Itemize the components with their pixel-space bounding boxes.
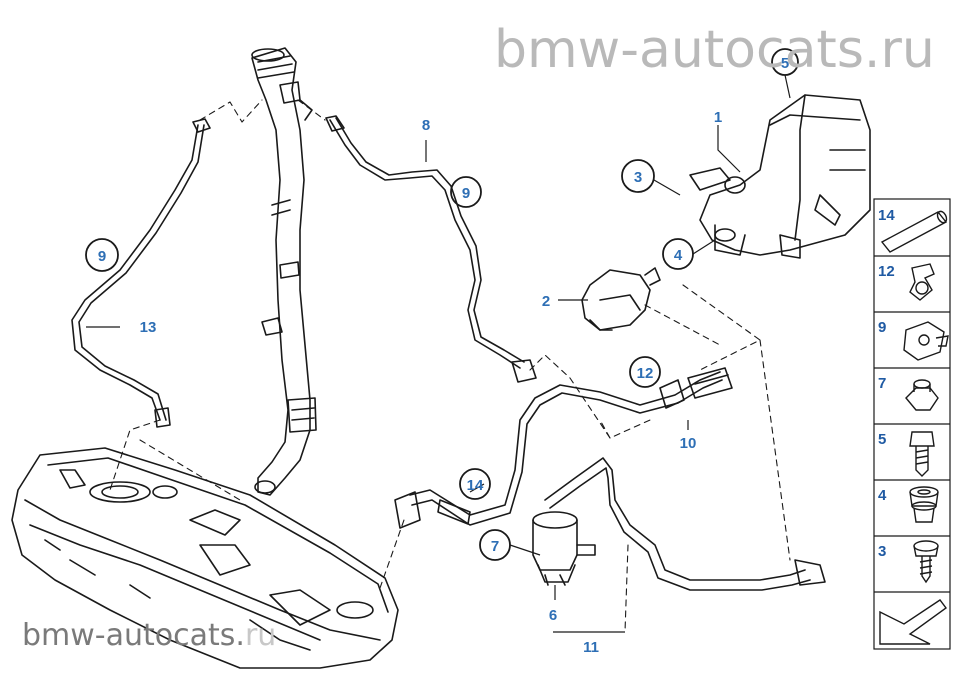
filler-neck [251,47,317,496]
callout-5: 5 [781,55,789,72]
callout-7: 7 [491,538,499,555]
watermark-bottom-fade: ru [244,618,277,653]
carbon-canister [689,94,871,259]
watermark-bottom-main: bmw-autocats. [22,618,245,653]
clip-icon [909,263,935,301]
callout-13: 13 [140,319,157,336]
callout-9-center: 9 [462,185,470,202]
callout-6: 6 [549,607,557,624]
fuel-tank [11,447,399,669]
arrow-icon [879,599,947,645]
filter-pump-6 [532,511,596,586]
clamp-icon [903,321,949,361]
hose-8 [325,115,537,383]
watermark-bottom: bmw-autocats.ru [22,618,276,653]
watermark-top: bmw-autocats.ru [494,20,935,80]
screw-icon [913,540,939,584]
side-label-12: 12 [878,263,895,280]
side-label-5: 5 [878,431,886,448]
hose-11 [544,457,826,591]
side-label-3: 3 [878,543,886,560]
side-panel: 14 12 9 7 5 4 3 [873,198,951,650]
callout-14: 14 [467,477,484,494]
callout-3: 3 [634,169,642,186]
side-label-14: 14 [878,207,895,224]
callout-1: 1 [714,109,722,126]
callout-4: 4 [674,247,683,264]
pump-2 [581,267,661,331]
callout-12: 12 [637,365,654,382]
hose-13 [71,118,211,428]
callout-8: 8 [422,117,430,134]
side-label-4: 4 [878,487,887,504]
bolt-icon [909,431,935,477]
hex-nut-icon [905,379,939,411]
hose-icon [880,210,948,253]
callout-11: 11 [583,639,599,656]
side-label-7: 7 [878,375,886,392]
side-label-9: 9 [878,319,886,336]
callout-10: 10 [680,435,697,452]
callout-9-left: 9 [98,248,106,265]
callout-2: 2 [542,293,550,310]
grommet-icon [909,486,939,523]
hose-14 [394,367,733,529]
leader-lines [109,99,791,633]
